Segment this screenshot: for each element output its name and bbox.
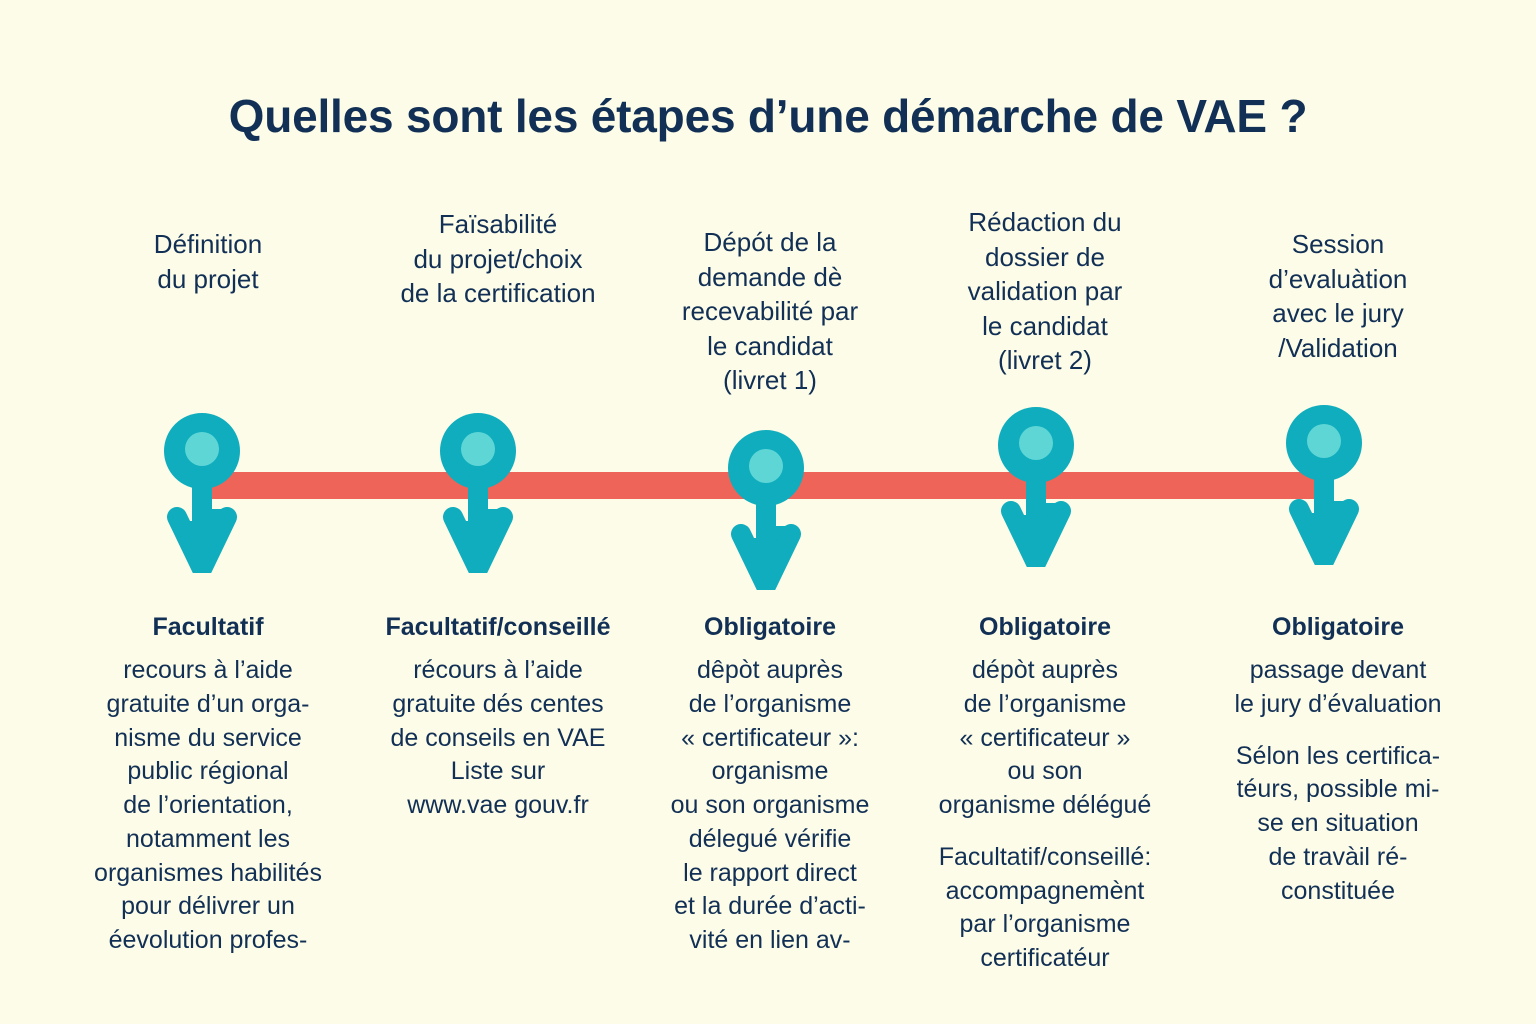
- step-detail-line: récours à l’aide: [413, 656, 583, 684]
- step-header-line: du projet/choix: [413, 243, 583, 274]
- step-body-1: Facultatif recours à l’aide gratuite d’un …: [48, 612, 368, 958]
- step-detail-line: dépòt auprès: [972, 656, 1118, 684]
- step-header-line: avec le jury: [1272, 298, 1404, 329]
- step-detail-line: notamment les: [126, 824, 290, 853]
- timeline-pin-5[interactable]: [1285, 405, 1363, 571]
- step-detail-block: passage devant le jury d’évaluation: [1188, 654, 1488, 722]
- step-header-line: du projet: [157, 263, 259, 294]
- step-detail-block: Sélon les certifica-téurs, possible mi-s…: [1188, 740, 1488, 909]
- step-header-line: dossier de: [985, 241, 1105, 272]
- step-detail-line: certificatéur: [980, 944, 1110, 972]
- step-header-line: demande dè: [697, 261, 843, 292]
- step-status-badge: Obligatoire: [979, 613, 1111, 641]
- step-detail-line: « certificateur »: [959, 723, 1131, 752]
- step-column-5: Session d’evaluàtion avec le jury/Validati…: [1188, 0, 1488, 1024]
- step-detail-line: organisme: [711, 757, 829, 786]
- step-header-line: (livret 2): [998, 345, 1092, 376]
- step-header-line: le candidat: [982, 310, 1108, 341]
- pin-marker-icon: [728, 430, 804, 596]
- step-detail-block: dêpòt auprès de l’organisme « certificateu…: [630, 654, 910, 958]
- step-header-line: Session: [1291, 229, 1385, 259]
- step-detail-line: Liste sur: [450, 757, 546, 786]
- step-detail-line: délegué vérifie: [688, 824, 852, 853]
- step-detail-line: vité en lien av-: [689, 926, 851, 954]
- step-detail-line: accompagnemènt: [945, 876, 1145, 905]
- step-detail-line: de conseils en VAE: [390, 723, 606, 752]
- step-detail-block: Facultatif/conseillé: accompagnemènt par l…: [900, 841, 1190, 976]
- step-detail-line: téurs, possible mi-: [1236, 775, 1440, 804]
- pin-marker-icon: [440, 413, 516, 579]
- pin-marker-icon: [164, 413, 240, 579]
- step-detail-line: passage devant: [1249, 656, 1427, 684]
- step-detail-line: et la durée d’acti-: [674, 892, 866, 921]
- step-header-line: le candidat: [707, 330, 833, 361]
- step-header-5: Session d’evaluàtion avec le jury/Validati…: [1188, 227, 1488, 365]
- timeline-pin-2[interactable]: [439, 413, 517, 579]
- step-detail-line: gratuite d’un orga-: [106, 689, 310, 718]
- step-body-3: Obligatoire dêpòt auprès de l’organisme « c…: [630, 612, 910, 958]
- step-column-2: Faïsabilité du projet/choix de la certific…: [338, 0, 658, 1024]
- step-detail-line: de travàil ré-: [1268, 842, 1408, 871]
- timeline-pin-4[interactable]: [997, 407, 1075, 573]
- step-detail-line: Facultatif/conseillé:: [938, 842, 1152, 871]
- step-detail-line: www.vae gouv.fr: [407, 791, 589, 819]
- step-body-5: Obligatoire passage devant le jury d’évalu…: [1188, 612, 1488, 908]
- step-detail-line: le jury d’évaluation: [1234, 689, 1442, 718]
- step-detail-line: organismes habilités: [94, 858, 322, 887]
- step-detail-line: de l’organisme: [688, 689, 852, 718]
- pin-marker-icon: [1286, 405, 1362, 571]
- step-detail-line: Sélon les certifica-: [1235, 741, 1441, 770]
- step-header-2: Faïsabilité du projet/choix de la certific…: [338, 207, 658, 311]
- step-detail-line: de l’orientation,: [123, 791, 293, 819]
- pin-marker-icon: [998, 407, 1074, 573]
- step-header-line: Dépót de la: [703, 227, 837, 257]
- step-body-2: Facultatif/conseillé récours à l’aide grat…: [338, 612, 658, 823]
- step-status-badge: Facultatif: [152, 613, 264, 641]
- step-header-line: Rédaction du: [968, 207, 1122, 237]
- step-detail-line: public régional: [127, 757, 289, 786]
- step-detail-line: par l’organisme: [959, 910, 1131, 939]
- step-detail-line: ou son organisme: [670, 791, 870, 819]
- step-header-line: validation par: [967, 276, 1123, 307]
- step-detail-line: « certificateur »:: [681, 723, 859, 752]
- timeline-pin-1[interactable]: [163, 413, 241, 579]
- step-header-line: /Validation: [1278, 332, 1398, 363]
- step-header-line: d’evaluàtion: [1268, 263, 1408, 294]
- timeline-pin-3[interactable]: [727, 430, 805, 596]
- step-detail-line: gratuite dés centes: [392, 689, 604, 718]
- step-header-line: de la certification: [400, 278, 596, 309]
- step-header-line: (livret 1): [723, 365, 817, 396]
- step-detail-line: nisme du service: [114, 723, 302, 752]
- step-detail-line: ou son: [1007, 757, 1083, 786]
- step-header-line: recevabilité par: [681, 296, 859, 327]
- step-status-badge: Facultatif/conseillé: [385, 613, 611, 641]
- step-detail-line: de l’organisme: [963, 689, 1127, 718]
- step-header-1: Définition du projet: [48, 227, 368, 296]
- step-header-line: Définition: [153, 229, 263, 259]
- step-status-badge: Obligatoire: [1272, 613, 1404, 641]
- step-detail-block: recours à l’aide gratuite d’un orga-nisme…: [48, 654, 368, 958]
- step-detail-block: récours à l’aide gratuite dés centes de co…: [338, 654, 658, 823]
- step-detail-line: le rapport direct: [683, 858, 857, 887]
- step-detail-line: se en situation: [1257, 809, 1419, 837]
- page-title: Quelles sont les étapes d’une démarche d…: [228, 89, 1308, 142]
- step-body-4: Obligatoire dépòt auprès de l’organisme « c…: [900, 612, 1190, 976]
- step-header-line: Faïsabilité: [438, 209, 558, 239]
- step-detail-line: recours à l’aide: [123, 656, 293, 684]
- step-column-1: Définition du projet Facultatif recours à …: [48, 0, 368, 1024]
- step-detail-line: pour délivrer un: [121, 892, 295, 921]
- step-detail-line: dêpòt auprès: [697, 656, 843, 684]
- step-detail-line: constituée: [1281, 876, 1395, 905]
- step-detail-line: organisme délégué: [938, 791, 1152, 819]
- step-detail-block: dépòt auprès de l’organisme « certificateu…: [900, 654, 1190, 823]
- step-detail-line: éevolution profes-: [108, 926, 308, 954]
- step-status-badge: Obligatoire: [704, 613, 836, 641]
